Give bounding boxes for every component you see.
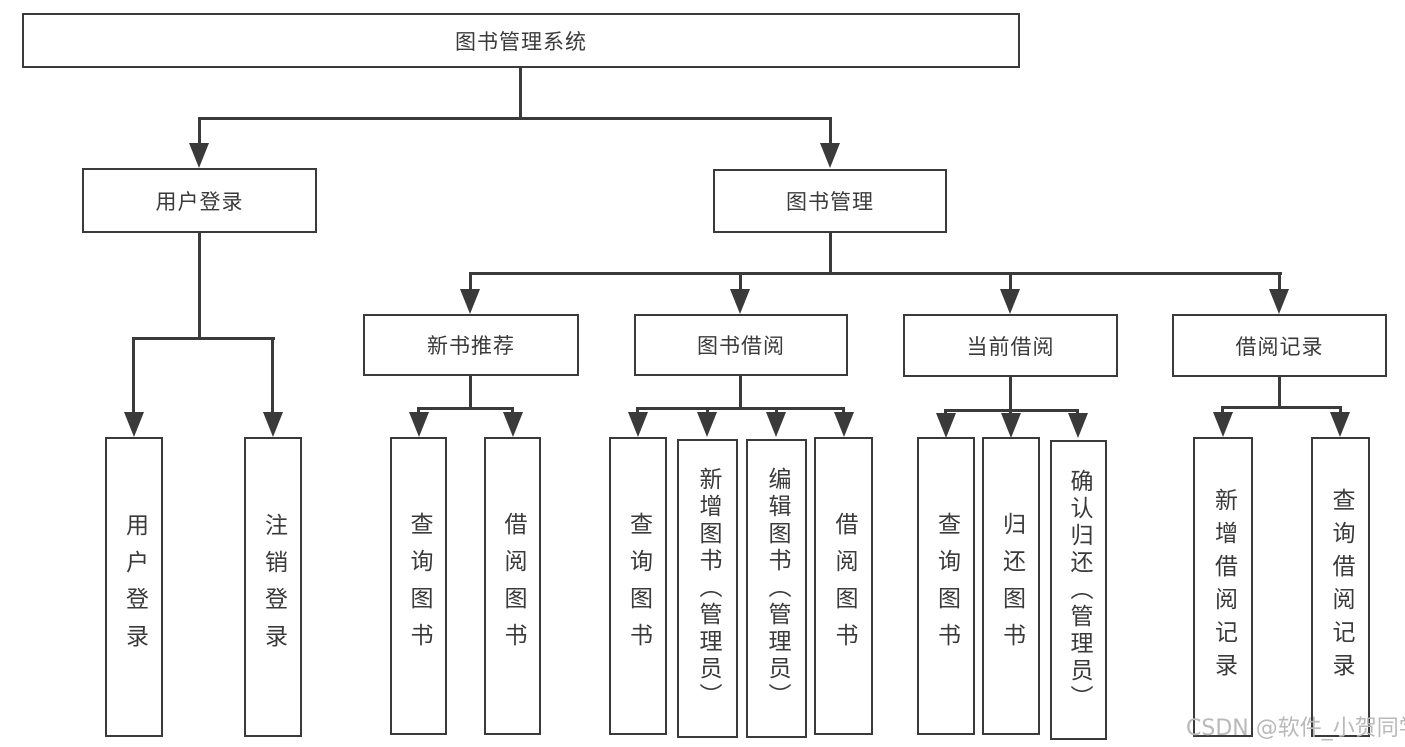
arrowhead-icon — [834, 412, 854, 437]
edge-line — [469, 376, 472, 409]
leaf-label: 用户登录 — [121, 513, 148, 661]
leaf-query-books-borrowing: 查询图书 — [609, 437, 667, 735]
arrowhead-icon — [1068, 413, 1088, 438]
edge-line — [637, 407, 845, 410]
node-label: 当前借阅 — [966, 334, 1055, 359]
node-user-login: 用户登录 — [82, 168, 317, 233]
arrowhead-icon — [936, 413, 956, 438]
node-new-book-recommend: 新书推荐 — [363, 314, 579, 376]
arrowhead-icon — [1213, 412, 1233, 437]
edge-line — [1076, 409, 1079, 416]
edge-line — [829, 233, 832, 275]
edge-line — [944, 409, 947, 416]
edge-line — [945, 409, 1079, 412]
edge-line — [1222, 406, 1342, 409]
leaf-logout: 注销登录 — [244, 437, 302, 737]
leaf-label: 查询图书 — [625, 512, 652, 660]
leaf-label: 查询图书 — [933, 512, 960, 660]
leaf-label: 新增借阅记录 — [1210, 488, 1237, 686]
leaf-add-books-admin: 新增图书（管理员） — [677, 439, 738, 738]
node-library-management-system: 图书管理系统 — [22, 13, 1020, 68]
edge-line — [739, 272, 742, 294]
leaf-label: 新增图书（管理员） — [695, 467, 721, 710]
leaf-label: 查询借阅记录 — [1328, 488, 1354, 686]
arrowhead-icon — [1269, 289, 1289, 314]
leaf-label: 查询图书 — [406, 512, 432, 660]
leaf-label: 归还图书 — [998, 512, 1025, 660]
edge-line — [775, 407, 778, 416]
leaf-label: 编辑图书（管理员） — [764, 467, 790, 710]
edge-line — [271, 337, 274, 414]
leaf-label: 借阅图书 — [831, 512, 857, 660]
edge-line — [470, 272, 1282, 275]
node-current-borrowing: 当前借阅 — [903, 314, 1118, 377]
edge-line — [417, 407, 420, 416]
edge-line — [519, 68, 522, 117]
leaf-query-borrow-record: 查询借阅记录 — [1311, 437, 1370, 737]
leaf-add-borrow-record: 新增借阅记录 — [1193, 437, 1253, 737]
arrowhead-icon — [1001, 413, 1021, 438]
node-label: 图书管理 — [786, 190, 874, 214]
edge-line — [1009, 272, 1012, 294]
edge-line — [132, 337, 135, 414]
edge-line — [829, 117, 832, 145]
edge-line — [418, 407, 514, 410]
edge-line — [198, 233, 201, 339]
arrowhead-icon — [697, 412, 717, 437]
edge-line — [511, 407, 514, 416]
arrowhead-icon — [124, 412, 144, 437]
edge-line — [1009, 409, 1012, 416]
node-borrowing-records: 借阅记录 — [1172, 314, 1387, 377]
arrowhead-icon — [766, 412, 786, 437]
leaf-query-books-current: 查询图书 — [917, 437, 975, 735]
node-label: 新书推荐 — [427, 334, 515, 358]
edge-line — [1278, 377, 1281, 408]
edge-line — [1278, 272, 1281, 294]
edge-line — [198, 117, 201, 145]
arrowhead-icon — [820, 143, 840, 168]
node-label: 借阅记录 — [1235, 334, 1324, 359]
arrowhead-icon — [628, 412, 648, 437]
node-label: 图书管理系统 — [455, 29, 587, 54]
edge-line — [1339, 406, 1342, 416]
edge-line — [636, 407, 639, 416]
arrowhead-icon — [503, 412, 523, 437]
leaf-confirm-return-admin: 确认归还（管理员） — [1050, 440, 1107, 740]
arrowhead-icon — [189, 143, 209, 168]
leaf-return-books: 归还图书 — [982, 437, 1040, 735]
leaf-label: 借阅图书 — [500, 512, 526, 660]
arrowhead-icon — [1330, 412, 1350, 437]
edge-line — [706, 407, 709, 416]
edge-line — [133, 337, 275, 340]
leaf-borrow-books-recommend: 借阅图书 — [484, 437, 541, 735]
arrowhead-icon — [263, 412, 283, 437]
leaf-label: 注销登录 — [260, 513, 287, 661]
arrowhead-icon — [409, 412, 429, 437]
edge-line — [739, 376, 742, 409]
edge-line — [469, 272, 472, 294]
leaf-user-login: 用户登录 — [105, 437, 163, 737]
node-label: 用户登录 — [155, 189, 244, 214]
edge-line — [842, 407, 845, 416]
leaf-edit-books-admin: 编辑图书（管理员） — [746, 439, 807, 738]
node-book-management: 图书管理 — [713, 169, 947, 233]
leaf-label: 确认归还（管理员） — [1066, 468, 1092, 712]
edge-line — [1009, 377, 1012, 410]
edge-line — [198, 117, 832, 120]
arrowhead-icon — [460, 289, 480, 314]
edge-line — [1221, 406, 1224, 416]
leaf-borrow-books: 借阅图书 — [814, 437, 873, 735]
arrowhead-icon — [730, 289, 750, 314]
node-label: 图书借阅 — [697, 334, 785, 358]
node-book-borrowing: 图书借阅 — [634, 314, 848, 376]
arrowhead-icon — [1000, 289, 1020, 314]
leaf-query-books-recommend: 查询图书 — [390, 437, 447, 735]
csdn-watermark: CSDN @软件_小贺同学 — [1186, 716, 1405, 741]
